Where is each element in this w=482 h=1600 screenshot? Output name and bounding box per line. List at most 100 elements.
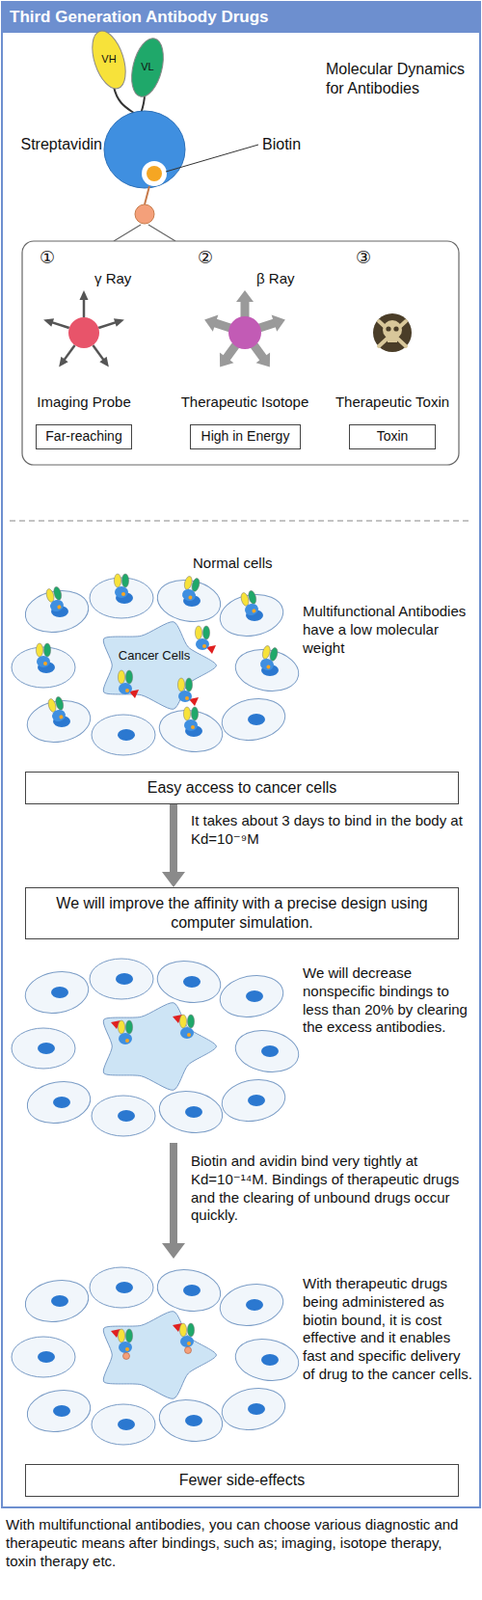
biotin bbox=[187, 1340, 191, 1345]
biotin bbox=[58, 714, 64, 720]
cell-nucleus bbox=[115, 972, 134, 985]
normal-cell bbox=[232, 1334, 302, 1386]
cell-nucleus bbox=[185, 1414, 203, 1426]
skull-jaw bbox=[387, 335, 398, 343]
vl-domain bbox=[53, 696, 65, 711]
cell-nucleus bbox=[247, 1402, 266, 1415]
ray-head bbox=[113, 318, 125, 327]
arrow-head bbox=[161, 1242, 186, 1259]
dashed-divider bbox=[9, 519, 473, 521]
biotin-pocket bbox=[141, 160, 167, 187]
skull-icon bbox=[373, 313, 412, 352]
antibody-figure bbox=[85, 26, 259, 241]
vl-domain bbox=[202, 625, 210, 640]
cell-nucleus bbox=[53, 1096, 71, 1108]
vh-domain bbox=[35, 642, 43, 657]
cell-field bbox=[11, 573, 302, 756]
ray-label: γ Ray bbox=[94, 269, 153, 289]
normal-cell bbox=[91, 1095, 156, 1136]
note-text: We will decrease nonspecific bindings to… bbox=[302, 964, 473, 1037]
antibody-icon bbox=[117, 1328, 133, 1360]
leader-line bbox=[165, 144, 259, 172]
streptavidin bbox=[259, 656, 276, 671]
vh-domain bbox=[117, 1019, 125, 1034]
cell-nucleus bbox=[117, 728, 135, 741]
normal-cell bbox=[91, 1403, 156, 1445]
streptavidin bbox=[181, 587, 198, 602]
cell-nucleus bbox=[53, 1404, 71, 1417]
ray-line bbox=[259, 322, 275, 328]
cell-nucleus bbox=[261, 1044, 279, 1057]
normal-cell bbox=[11, 1027, 76, 1069]
feature-box: Toxin bbox=[348, 424, 436, 450]
cell-label: Normal cells bbox=[192, 554, 299, 573]
streptavidin bbox=[104, 110, 186, 188]
part-label: Streptavidin bbox=[7, 134, 103, 155]
streptavidin bbox=[114, 586, 129, 598]
cell-nucleus bbox=[115, 1281, 134, 1293]
antibody-icon bbox=[179, 1322, 194, 1354]
biotin bbox=[125, 1346, 130, 1351]
normal-cell bbox=[156, 705, 226, 757]
vh-domain bbox=[179, 1014, 187, 1028]
streptavidin bbox=[51, 707, 68, 723]
cell-nucleus bbox=[117, 1109, 135, 1122]
node-text: Toxin bbox=[353, 428, 431, 446]
edge-label: It takes about 3 days to bind in the bod… bbox=[190, 811, 466, 849]
cell-label: Cancer Cells bbox=[113, 647, 195, 664]
note-text: With therapeutic drugs being administere… bbox=[302, 1274, 473, 1384]
cell-nucleus bbox=[183, 1284, 201, 1296]
normal-cell bbox=[216, 589, 287, 642]
vh-domain bbox=[85, 26, 133, 93]
arrow-shaft bbox=[169, 1142, 178, 1245]
biotin bbox=[121, 591, 126, 596]
node-text: Far-reaching bbox=[40, 428, 128, 446]
vh-domain bbox=[117, 669, 125, 684]
ray-head bbox=[256, 352, 271, 368]
normal-cell bbox=[154, 575, 224, 627]
payload-label: Imaging Probe bbox=[11, 393, 157, 412]
streptavidin bbox=[243, 601, 261, 616]
antibody-icon bbox=[240, 589, 261, 617]
ray-label: β Ray bbox=[256, 269, 315, 289]
streptavidin bbox=[195, 638, 210, 650]
flow-arrow bbox=[161, 1142, 186, 1259]
cell-nucleus bbox=[51, 986, 69, 998]
ray-head bbox=[43, 318, 54, 327]
normal-cell bbox=[218, 694, 289, 746]
node-text: We will improve the affinity with a prec… bbox=[33, 893, 451, 933]
cancer-cell bbox=[103, 1002, 216, 1091]
normal-cell bbox=[11, 1336, 76, 1377]
ray-head bbox=[236, 290, 254, 302]
crossbones bbox=[378, 321, 406, 347]
antibody-icon bbox=[35, 642, 51, 668]
streptavidin bbox=[118, 1032, 133, 1045]
normal-cell bbox=[154, 1264, 224, 1316]
cancer-cell bbox=[103, 621, 216, 710]
ray-line bbox=[63, 345, 76, 361]
ray-line bbox=[253, 345, 264, 359]
normal-cell bbox=[154, 956, 224, 1008]
arrow-head bbox=[161, 871, 186, 887]
part-label: Biotin bbox=[262, 134, 330, 155]
vl-domain bbox=[190, 577, 202, 592]
antibody-icon bbox=[180, 575, 201, 603]
ray-head bbox=[204, 315, 218, 332]
biotin bbox=[202, 643, 207, 648]
frame bbox=[1, 1, 481, 1507]
cell-nucleus bbox=[37, 1042, 55, 1054]
vh-domain bbox=[183, 706, 190, 721]
hinge-line bbox=[113, 86, 135, 114]
process-box: Fewer side-effects bbox=[25, 1463, 459, 1497]
gamma-icon bbox=[43, 290, 125, 368]
ray-head bbox=[80, 290, 89, 300]
process-box: We will improve the affinity with a prec… bbox=[25, 886, 459, 939]
normal-cell bbox=[24, 1076, 94, 1128]
streptavidin bbox=[180, 1026, 194, 1039]
vh-domain bbox=[177, 677, 185, 692]
isotope-dot bbox=[228, 316, 262, 349]
antibody-icon bbox=[194, 625, 210, 650]
process-box: Easy access to cancer cells bbox=[25, 771, 459, 804]
callout-pointer bbox=[113, 224, 176, 241]
flow-arrow bbox=[161, 803, 186, 887]
